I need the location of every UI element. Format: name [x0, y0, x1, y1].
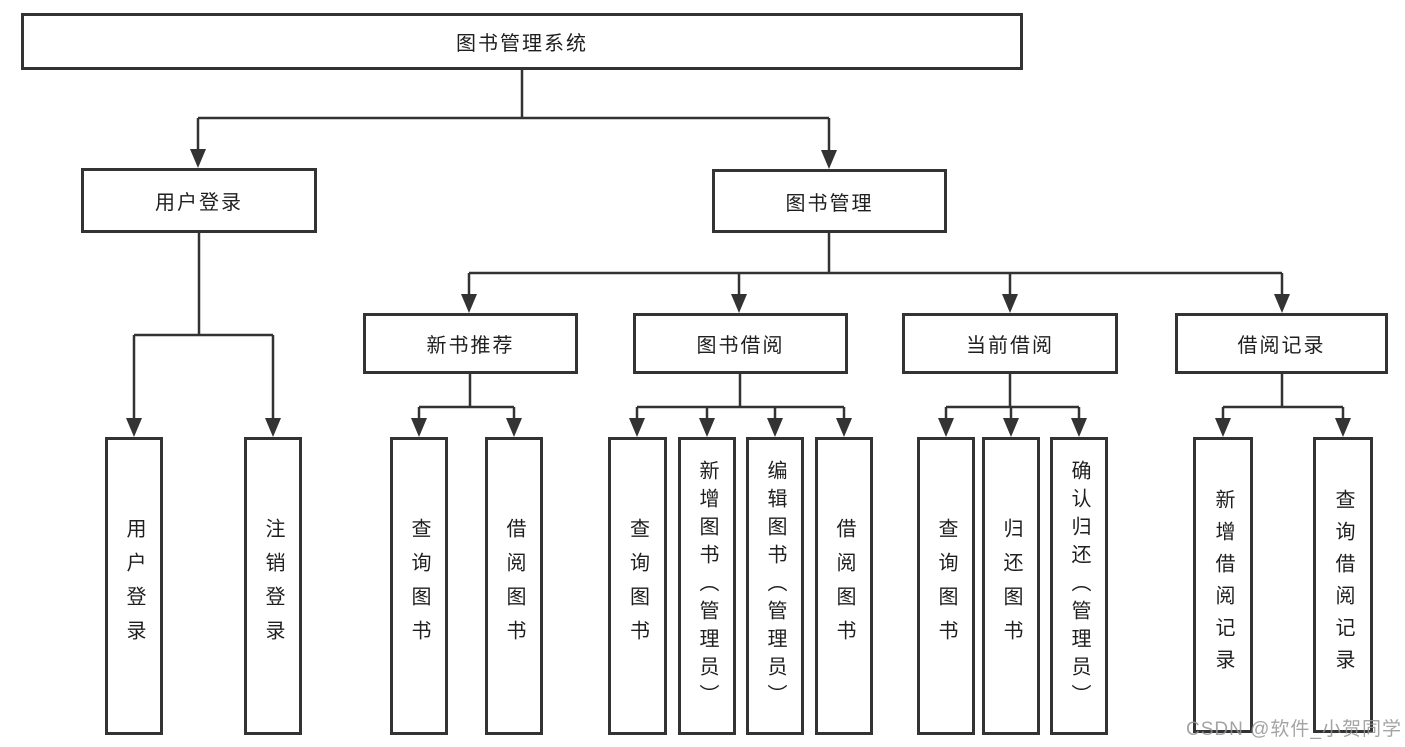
node-leaf-query-book-1-label: 查询图书 [408, 518, 430, 654]
node-leaf-confirm-return-admin-label: 确认归还（管理员） [1068, 460, 1090, 712]
node-book-borrowing: 图书借阅 [633, 313, 848, 374]
node-library-system-label: 图书管理系统 [456, 33, 588, 55]
node-leaf-edit-book-admin: 编辑图书（管理员） [746, 437, 804, 735]
node-book-management: 图书管理 [712, 169, 947, 233]
node-leaf-borrow-book-2-label: 借阅图书 [833, 518, 855, 654]
node-library-system: 图书管理系统 [21, 13, 1023, 70]
node-leaf-add-book-admin-label: 新增图书（管理员） [696, 460, 718, 712]
arrowheads [126, 149, 1351, 437]
node-book-management-label: 图书管理 [785, 192, 874, 215]
node-leaf-borrow-book-1-label: 借阅图书 [503, 518, 525, 654]
node-borrow-records-label: 借阅记录 [1237, 335, 1326, 357]
node-current-borrowing: 当前借阅 [902, 313, 1118, 374]
node-leaf-query-borrow-record: 查询借阅记录 [1313, 437, 1373, 733]
node-new-book-recommend: 新书推荐 [363, 313, 578, 374]
node-leaf-query-book-2: 查询图书 [608, 437, 667, 735]
tree-edges [132, 70, 1345, 420]
csdn-watermark: CSDN @软件_小贺同学 [1186, 719, 1402, 740]
node-leaf-edit-book-admin-label: 编辑图书（管理员） [764, 460, 786, 712]
node-leaf-user-login-label: 用户登录 [123, 518, 145, 654]
node-leaf-return-book-label: 归还图书 [1000, 518, 1022, 654]
node-leaf-query-borrow-record-label: 查询借阅记录 [1332, 489, 1354, 681]
node-leaf-logout-label: 注销登录 [262, 518, 284, 654]
node-leaf-query-book-1: 查询图书 [390, 437, 448, 735]
node-leaf-return-book: 归还图书 [982, 437, 1040, 735]
node-current-borrowing-label: 当前借阅 [966, 335, 1054, 357]
node-user-login-label: 用户登录 [155, 192, 243, 214]
node-book-borrowing-label: 图书借阅 [696, 335, 785, 357]
node-leaf-confirm-return-admin: 确认归还（管理员） [1050, 437, 1108, 735]
node-new-book-recommend-label: 新书推荐 [426, 335, 515, 357]
node-leaf-add-borrow-record: 新增借阅记录 [1193, 437, 1253, 733]
node-leaf-query-book-3-label: 查询图书 [935, 518, 957, 654]
node-leaf-add-borrow-record-label: 新增借阅记录 [1212, 489, 1234, 681]
node-user-login: 用户登录 [81, 168, 317, 233]
node-leaf-add-book-admin: 新增图书（管理员） [678, 437, 736, 735]
node-leaf-borrow-book-2: 借阅图书 [815, 437, 873, 735]
node-borrow-records: 借阅记录 [1175, 313, 1388, 374]
node-leaf-query-book-3: 查询图书 [917, 437, 975, 735]
node-leaf-query-book-2-label: 查询图书 [626, 518, 649, 654]
node-leaf-logout: 注销登录 [244, 437, 302, 735]
node-leaf-borrow-book-1: 借阅图书 [485, 437, 543, 735]
node-leaf-user-login: 用户登录 [105, 437, 163, 735]
